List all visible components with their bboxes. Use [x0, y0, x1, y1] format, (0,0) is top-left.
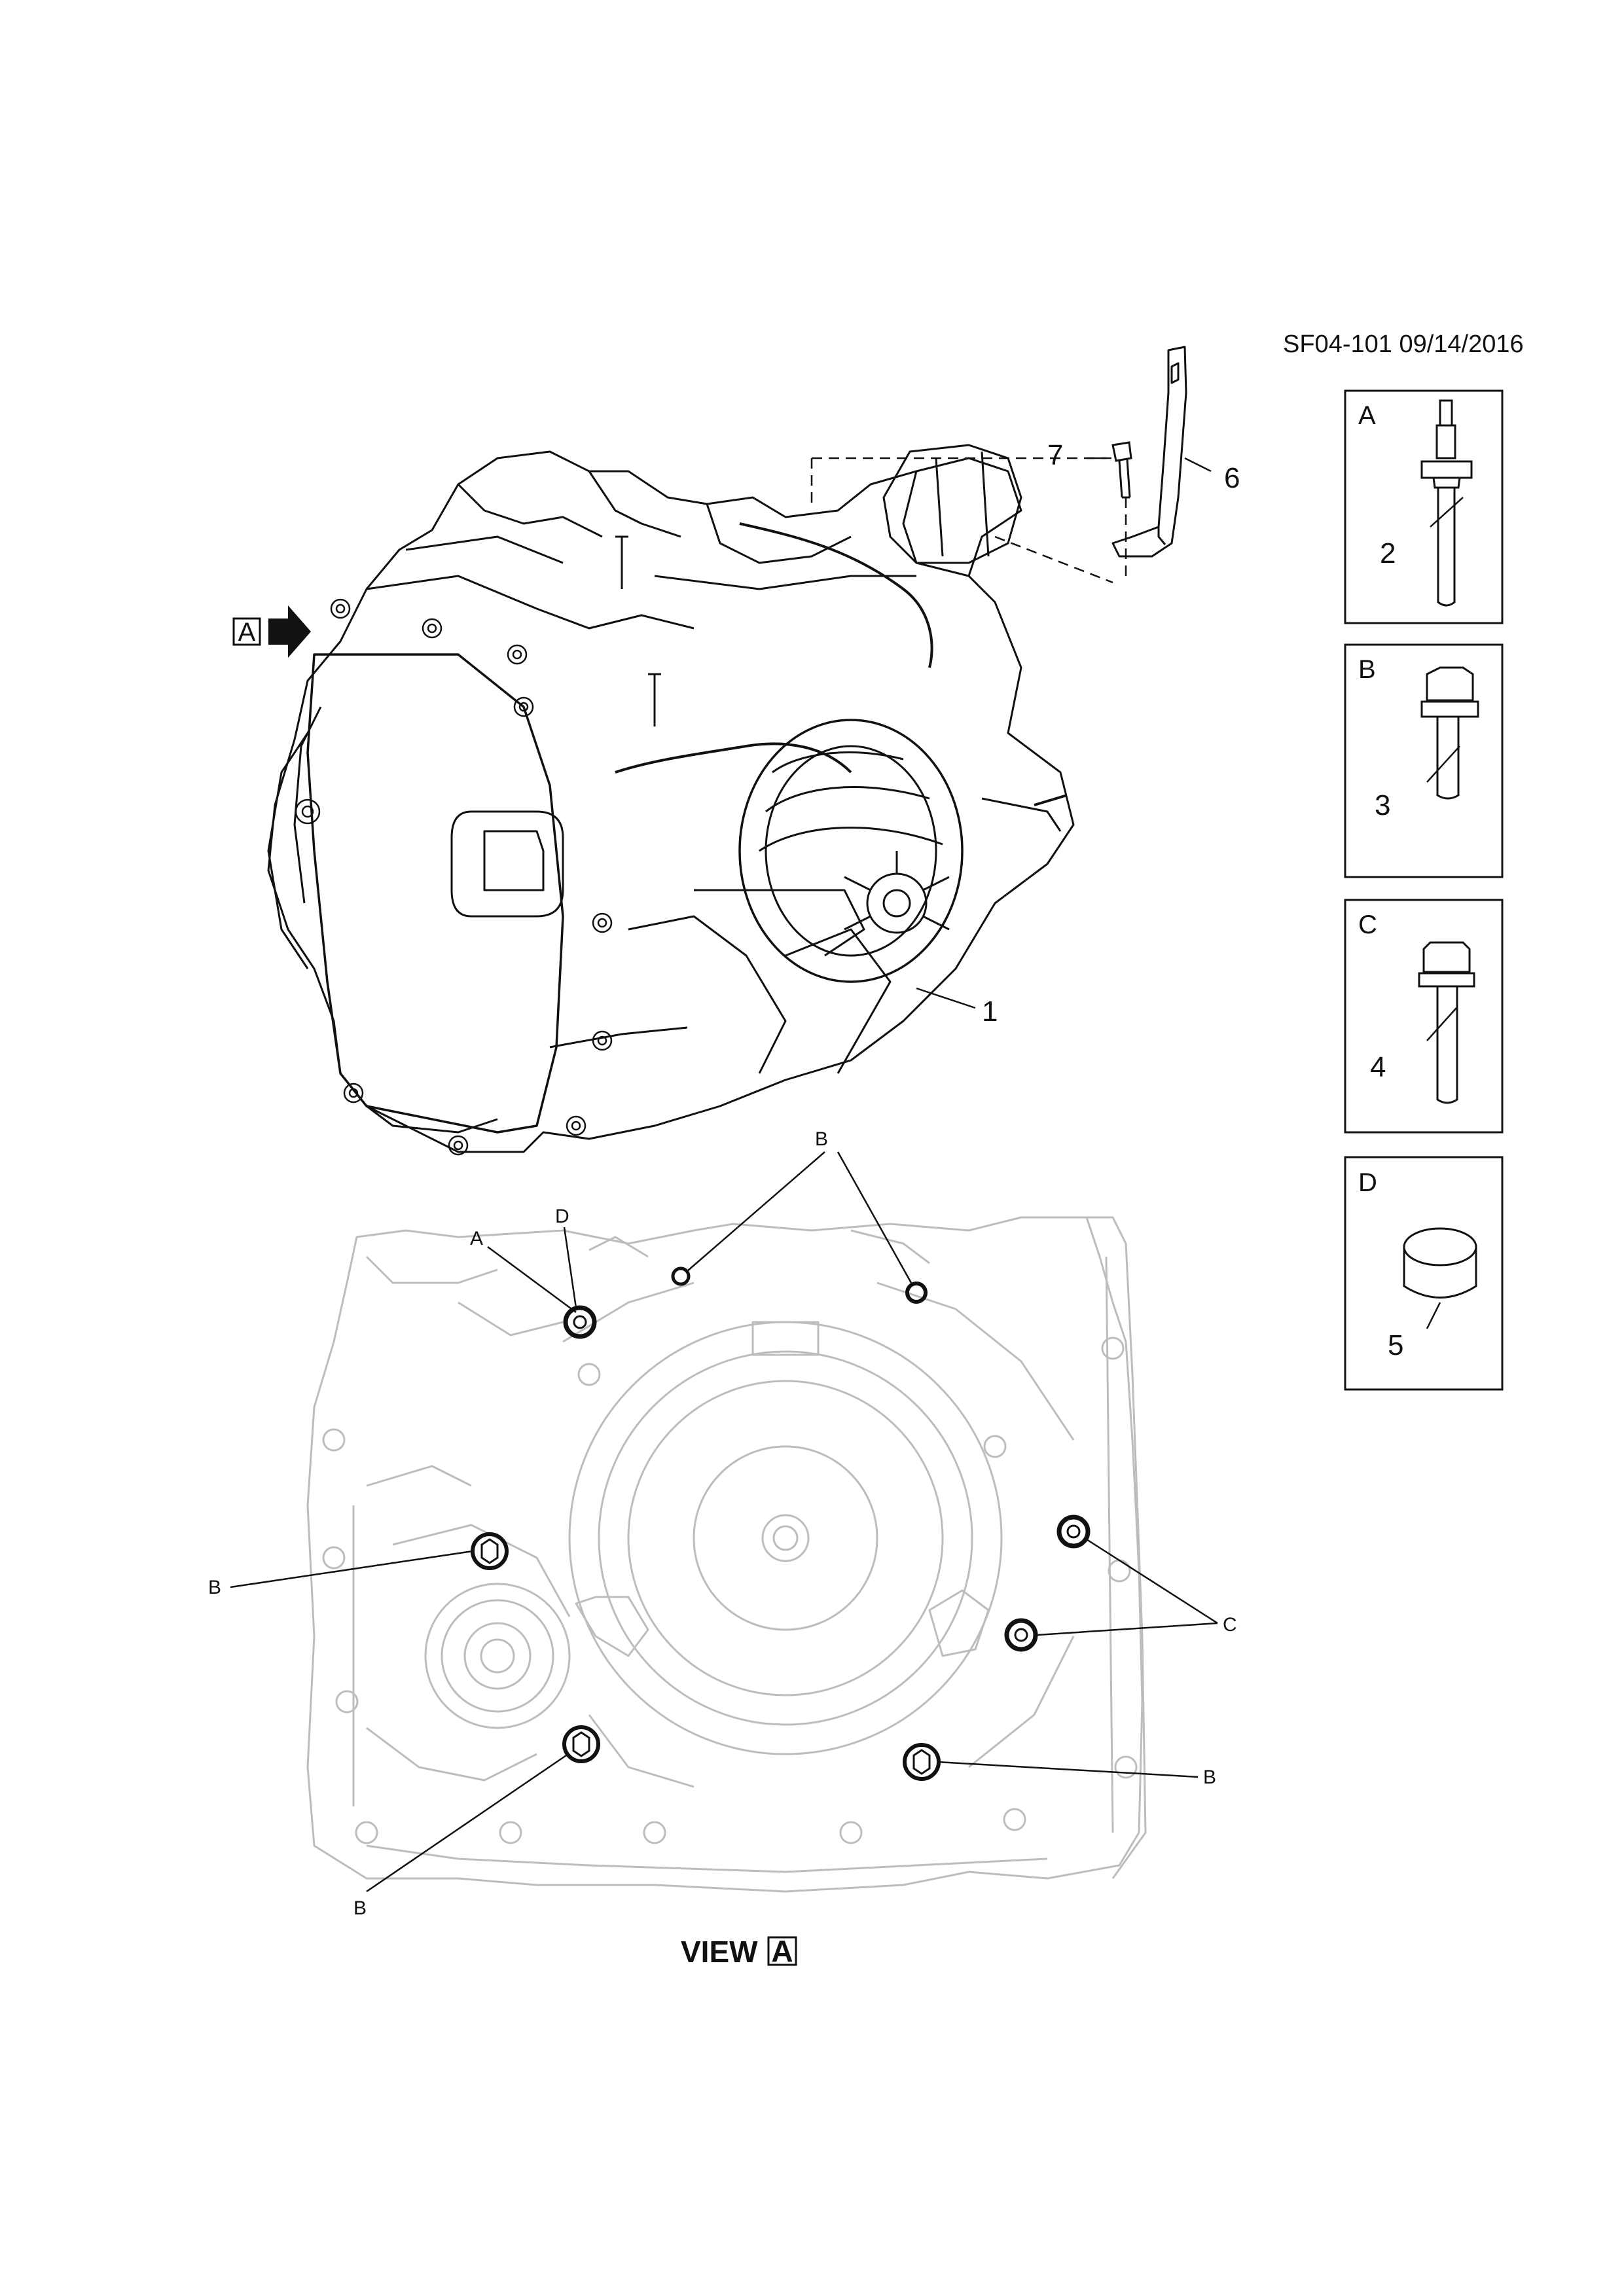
- callout-6: 6: [1224, 462, 1240, 494]
- view-callout-b-bottom: B: [353, 1897, 367, 1919]
- box-a-letter: A: [1358, 401, 1376, 430]
- sleeve-icon: [1403, 1227, 1477, 1299]
- location-c-upper: [1056, 1515, 1091, 1549]
- fastener-box-d: D 5: [1344, 1156, 1504, 1391]
- main-callouts: [916, 457, 1212, 1009]
- location-b-bottom: [562, 1725, 600, 1763]
- view-callout-b-left: B: [208, 1577, 221, 1598]
- location-b-top-left: [671, 1266, 691, 1286]
- bolt-part-7: [1111, 441, 1132, 499]
- location-c-lower: [1004, 1618, 1038, 1652]
- view-direction-marker: A: [232, 605, 311, 658]
- callout-1: 1: [982, 996, 998, 1028]
- stud-icon: [1420, 399, 1473, 607]
- box-d-part-number: 5: [1388, 1329, 1403, 1361]
- location-b-right: [903, 1743, 941, 1781]
- box-c-letter: C: [1358, 910, 1377, 939]
- view-caption-letter: A: [771, 1934, 793, 1968]
- bracket-part-6: [1111, 346, 1187, 558]
- flange-bolt-icon: [1420, 666, 1479, 800]
- fastener-box-a: A 2: [1344, 389, 1504, 624]
- location-a-d: [563, 1305, 597, 1339]
- fastener-box-c: C 4: [1344, 899, 1504, 1134]
- location-b-left: [471, 1532, 509, 1570]
- view-callout-b-right: B: [1203, 1767, 1216, 1788]
- callout-7: 7: [1047, 439, 1063, 471]
- fastener-box-b: B 3: [1344, 643, 1504, 878]
- view-marker-letter: A: [238, 618, 256, 647]
- view-callout-b-top: B: [815, 1128, 828, 1150]
- transmission-assembly: [267, 444, 1075, 1156]
- view-callout-a: A: [470, 1228, 483, 1249]
- view-a-caption: VIEW A: [681, 1934, 797, 1969]
- document-id: SF04-101 09/14/2016: [1283, 331, 1524, 358]
- box-b-letter: B: [1358, 655, 1376, 684]
- mounting-reference-lines: [810, 457, 1127, 584]
- box-d-letter: D: [1358, 1168, 1377, 1197]
- view-callout-d: D: [555, 1206, 569, 1227]
- view-caption-word: VIEW: [681, 1935, 758, 1969]
- box-a-part-number: 2: [1380, 537, 1396, 569]
- view-callout-c: C: [1223, 1614, 1237, 1636]
- box-c-part-number: 4: [1370, 1051, 1386, 1083]
- view-a-transmission-end: [306, 1216, 1147, 1893]
- view-a-leaders: [230, 1151, 1218, 1893]
- box-b-part-number: 3: [1375, 789, 1390, 821]
- view-a-fastener-locations: [471, 1266, 1091, 1781]
- long-bolt-icon: [1418, 941, 1475, 1104]
- location-b-top-right: [905, 1282, 928, 1304]
